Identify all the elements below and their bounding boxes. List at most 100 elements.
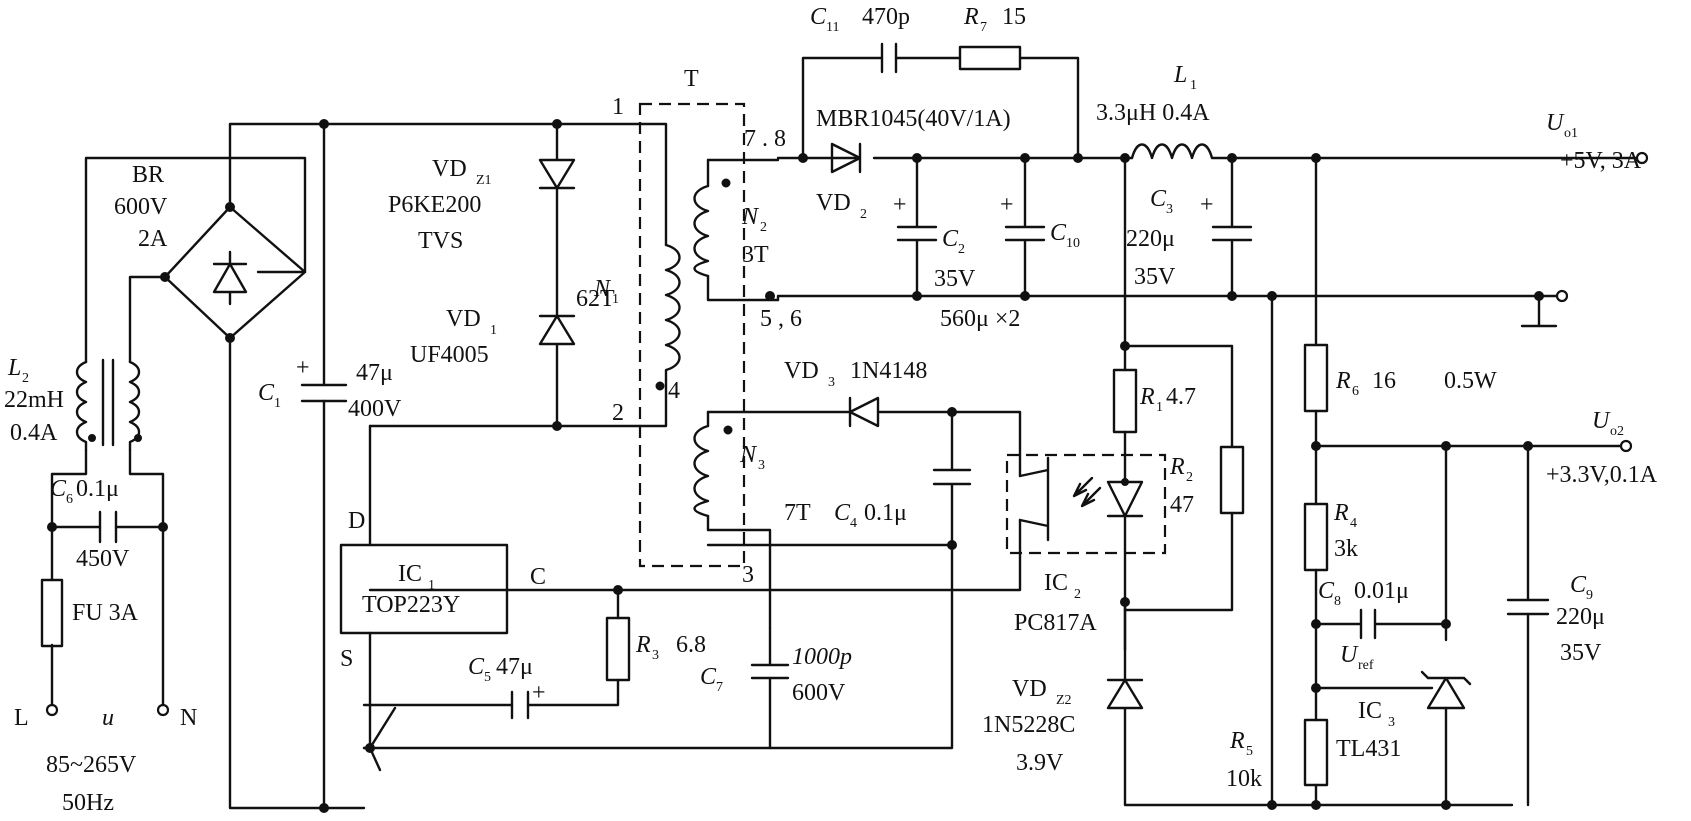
terminal-uo1 [1635,151,1649,165]
label-c6-voltage: 450V [76,546,130,572]
label-pin2: 2 [612,400,624,426]
label-r6-name: R [1335,368,1351,394]
label-n3-turns: 7T [784,500,811,526]
label-c10-name: C [1050,220,1067,246]
ic1-top223y [339,424,509,772]
label-n3-name: N [739,442,758,468]
label-c10-sub: 10 [1066,236,1080,251]
label-vdz2-part: 1N5228C [982,712,1075,738]
label-br-voltage: 600V [114,194,168,220]
label-c8-sub: 8 [1334,594,1341,609]
label-c2-name: C [942,226,959,252]
inductor-l1 [1130,143,1638,160]
capacitor-c6 [98,510,118,544]
label-c4-sub: 4 [850,516,857,531]
label-c9-voltage: 35V [1560,640,1602,666]
label-input-voltage: 85~265V [46,752,137,778]
label-vd3-name: VD [784,358,819,384]
label-uo1-sub: o1 [1564,126,1578,141]
terminal-uo2 [1619,439,1633,453]
label-l2-name: L [7,355,21,381]
label-c1-voltage: 400V [348,396,402,422]
label-r4-value: 3k [1334,536,1358,562]
label-l2-value: 22mH [4,387,64,413]
label-uo2-sub: o2 [1610,424,1624,439]
label-pin-d: D [348,508,365,534]
label-c9-value: 220μ [1556,604,1605,630]
label-c5-plus: + [532,680,546,706]
regulator-network [1267,156,1633,810]
label-vd3-sub: 3 [828,375,835,390]
label-r5-name: R [1229,728,1245,754]
label-r5-value: 10k [1226,766,1262,792]
label-n2-turns: 3T [742,242,769,268]
capacitor-c3 [1211,156,1253,298]
label-c1-sub: 1 [274,396,281,411]
label-br-name: BR [132,162,164,188]
label-ic2-name: IC [1044,570,1068,596]
label-c1-value: 47μ [356,360,393,386]
label-pin4: 4 [668,378,680,404]
terminal-ground [1555,289,1569,303]
label-pin-s: S [340,646,353,672]
label-l1-value: 3.3μH 0.4A [1096,100,1210,126]
label-r7-name: R [963,4,979,30]
label-c7-name: C [700,664,717,690]
fuse [40,578,64,648]
label-vd2-sub: 2 [860,207,867,222]
label-c2-value: 560μ ×2 [940,306,1020,332]
ac-input [45,448,170,717]
label-c2-plus: + [893,192,907,218]
label-r6-sub: 6 [1352,384,1359,399]
label-ic2-part: PC817A [1014,610,1097,636]
label-vdz1-part: P6KE200 [388,192,481,218]
label-vd3-part: 1N4148 [850,358,927,384]
label-c11-sub: 11 [826,20,839,35]
label-pin1: 1 [612,94,624,120]
label-uo1-value: +5V, 3A [1560,148,1642,174]
label-n1-name: N [593,276,612,302]
label-l1-name: L [1173,62,1187,88]
label-uref-name: U [1340,642,1359,668]
label-r1-value: 4.7 [1166,384,1196,410]
clamp-network [368,119,642,431]
label-n1-sub: 1 [612,292,619,307]
secondary-rectifier [776,42,1134,174]
label-c5-sub: 5 [484,670,491,685]
label-c4-name: C [834,500,851,526]
label-vdz1-type: TVS [418,228,463,254]
label-c6-value: 0.1μ [76,476,119,502]
label-c2-sub: 2 [958,242,965,257]
label-r1-name: R [1139,384,1155,410]
label-pin3: 3 [742,562,754,588]
label-c5-name: C [468,654,485,680]
label-c6-sub: 6 [66,492,73,507]
label-c10-plus: + [1000,192,1014,218]
label-vdz2-sub: Z2 [1056,693,1072,708]
label-ic3-name: IC [1358,698,1382,724]
label-n: N [180,705,197,731]
label-r4-sub: 4 [1350,516,1357,531]
label-l1-sub: 1 [1190,78,1197,93]
label-c9-name: C [1570,572,1587,598]
bridge-rectifier [160,122,559,810]
label-c3-plus: + [1200,192,1214,218]
label-r5-sub: 5 [1246,744,1253,759]
label-r4-name: R [1333,500,1349,526]
common-mode-choke-l2 [75,156,307,452]
label-transformer: T [684,66,699,92]
label-ic1-sub: 1 [428,578,435,593]
label-uo1-name: U [1546,110,1565,136]
label-vdz1-sub: Z1 [476,173,492,188]
label-pin-c: C [530,564,546,590]
ground-symbol [1520,294,1558,328]
label-vdz2-voltage: 3.9V [1016,750,1064,776]
label-c3-sub: 3 [1166,202,1173,217]
label-ic1-name: IC [398,561,422,587]
label-c1-name: C [258,380,275,406]
label-c8-value: 0.01μ [1354,578,1409,604]
label-ic3-part: TL431 [1336,736,1401,762]
label-l: L [14,705,29,731]
label-vd2-part: MBR1045(40V/1A) [816,106,1011,132]
label-br-current: 2A [138,226,168,252]
